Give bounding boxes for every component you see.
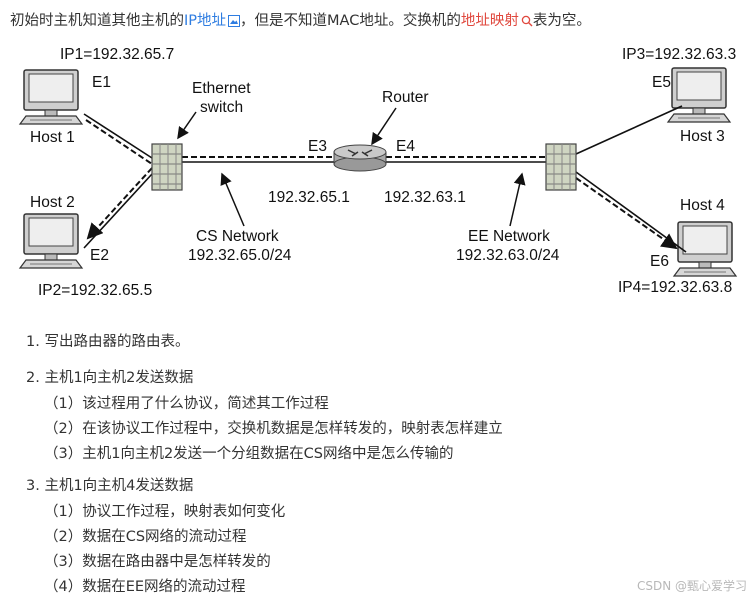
cs-network-label: CS Network <box>196 228 279 245</box>
e1-label: E1 <box>92 74 111 91</box>
ip-address-link[interactable]: IP地址 <box>184 13 241 29</box>
ip4-label: IP4=192.32.63.8 <box>618 279 732 296</box>
router-icon <box>333 144 387 172</box>
host2-label: Host 2 <box>30 194 75 211</box>
csdn-watermark: CSDN @甄心爱学习 <box>636 579 747 593</box>
question-2: 2. 主机1向主机2发送数据 <box>26 370 194 386</box>
network-diagram: IP1=192.32.65.7 E1 Host 1 Host 2 E2 IP2=… <box>19 46 737 299</box>
ee-switch-icon <box>545 143 577 191</box>
intro-prefix: 初始时主机知道其他主机的 <box>10 13 184 29</box>
cs-subnet-label: 192.32.65.0/24 <box>188 247 292 264</box>
image-link-icon <box>228 15 241 27</box>
question-1: 1. 写出路由器的路由表。 <box>26 334 190 350</box>
question-3-3: （3）数据在路由器中是怎样转发的 <box>44 554 271 570</box>
cs-switch-icon <box>151 143 183 191</box>
router-ip-right: 192.32.63.1 <box>384 189 466 206</box>
e2-label: E2 <box>90 247 109 264</box>
ip2-label: IP2=192.32.65.5 <box>38 282 152 299</box>
question-2-3: （3）主机1向主机2发送一个分组数据在CS网络中是怎么传输的 <box>44 446 454 462</box>
host3-label: Host 3 <box>680 128 725 145</box>
question-2-1: （1）该过程用了什么协议，简述其工作过程 <box>44 396 329 412</box>
host1-computer-icon <box>19 69 83 125</box>
question-3-1: （1）协议工作过程，映射表如何变化 <box>44 504 286 520</box>
question-3-4: （4）数据在EE网络的流动过程 <box>44 579 246 595</box>
question-2-2: （2）在该协议工作过程中，交换机数据是怎样转发的，映射表怎样建立 <box>44 421 503 437</box>
ip1-label: IP1=192.32.65.7 <box>60 46 174 63</box>
switch-label-line1: Ethernet <box>192 80 251 97</box>
switch-label-line2: switch <box>200 99 243 116</box>
address-map-link[interactable]: 地址映射 <box>461 13 533 29</box>
host4-computer-icon <box>673 221 737 277</box>
router-label: Router <box>382 89 429 106</box>
intro-middle: ，但是不知道MAC地址。交换机的 <box>240 13 461 29</box>
router-ip-left: 192.32.65.1 <box>268 189 350 206</box>
e5-label: E5 <box>652 74 671 91</box>
ip3-label: IP3=192.32.63.3 <box>622 46 736 63</box>
e4-label: E4 <box>396 138 415 155</box>
intro-suffix: 表为空。 <box>532 13 591 29</box>
question-3: 3. 主机1向主机4发送数据 <box>26 478 194 494</box>
ee-subnet-label: 192.32.63.0/24 <box>456 247 560 264</box>
host2-computer-icon <box>19 213 83 269</box>
question-3-2: （2）数据在CS网络的流动过程 <box>44 529 247 545</box>
ee-network-label: EE Network <box>468 228 550 245</box>
intro-text: 初始时主机知道其他主机的IP地址，但是不知道MAC地址。交换机的地址映射表为空。 <box>10 9 591 30</box>
e3-label: E3 <box>308 138 327 155</box>
search-icon <box>521 15 533 27</box>
host4-label: Host 4 <box>680 197 725 214</box>
host1-label: Host 1 <box>30 129 75 146</box>
host3-computer-icon <box>667 67 731 123</box>
e6-label: E6 <box>650 253 669 270</box>
